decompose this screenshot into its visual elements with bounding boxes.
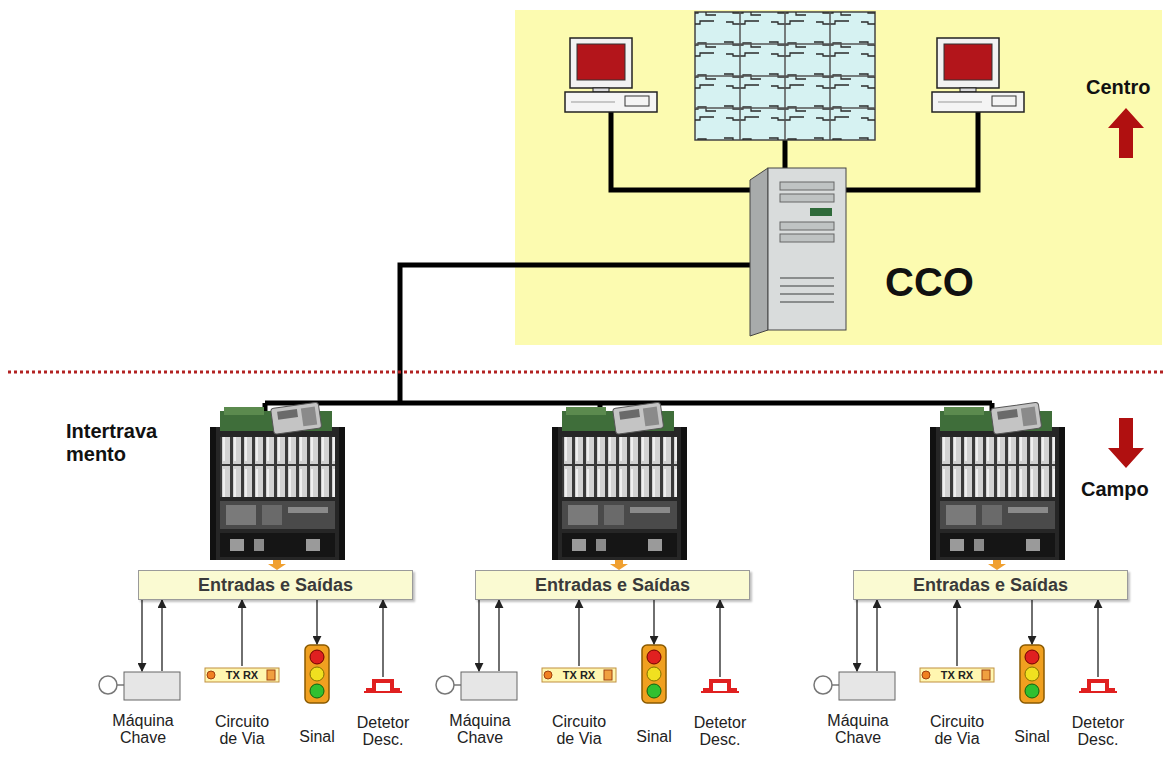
field-device-icons xyxy=(99,672,180,700)
track-circuit: TX RX Circuito de Via xyxy=(537,667,621,747)
up-arrow xyxy=(1108,108,1144,158)
field-device-icons xyxy=(814,672,895,700)
server-tower xyxy=(780,234,834,242)
video-wall xyxy=(695,12,875,140)
signal-connector xyxy=(478,600,479,671)
signal-connector xyxy=(382,600,383,677)
signal-connector xyxy=(856,600,857,671)
field-device-icons xyxy=(642,645,666,703)
server-tower xyxy=(750,168,846,336)
network-wires xyxy=(265,401,992,406)
device-label: Circuito de Via xyxy=(209,713,275,747)
device-label: Sinal xyxy=(1010,728,1054,745)
interlocking-rack xyxy=(210,402,345,560)
switch-machine: Máquina Chave xyxy=(813,672,903,746)
interlocking-rack xyxy=(552,402,687,560)
track-circuit: TX RX Circuito de Via xyxy=(200,667,284,747)
device-label: Máquina Chave xyxy=(818,712,898,746)
box-label: Entradas e Saídas xyxy=(860,575,1121,595)
device-label: Máquina Chave xyxy=(440,712,520,746)
derailment-detector: Detetor Desc. xyxy=(687,678,753,748)
server-tower xyxy=(768,168,846,330)
signal-connector xyxy=(1097,600,1098,677)
rack-output-arrows xyxy=(988,560,1006,570)
device-label: Detetor Desc. xyxy=(687,714,753,748)
server-tower xyxy=(750,168,768,336)
switch-machine: Máquina Chave xyxy=(435,672,525,746)
server-tower xyxy=(780,182,834,190)
signal-connector xyxy=(241,600,242,666)
rack-label: Intertrava mento xyxy=(66,420,181,466)
track-circuit: TX RX Circuito de Via xyxy=(915,667,999,747)
down-arrow xyxy=(1108,418,1144,468)
network-wires xyxy=(265,112,992,412)
derailment-detector: Detetor Desc. xyxy=(350,678,416,748)
rack-output-arrows xyxy=(610,560,628,570)
server-tower xyxy=(810,208,832,216)
cco-panel xyxy=(515,10,1162,345)
field-device-icons xyxy=(436,672,517,700)
signal: Sinal xyxy=(632,645,676,745)
signal-connector xyxy=(653,600,654,644)
workstation-monitor xyxy=(932,38,1024,112)
switch-machine: Máquina Chave xyxy=(98,672,188,746)
field-device-icons xyxy=(364,681,402,692)
device-label: Circuito de Via xyxy=(924,713,990,747)
device-label: Detetor Desc. xyxy=(1065,714,1131,748)
rack-output-arrows xyxy=(268,560,1006,570)
video-wall xyxy=(695,12,875,140)
network-wires xyxy=(783,140,788,168)
signal-connector xyxy=(1031,600,1032,644)
control-center: CCO xyxy=(515,10,1162,345)
device-label: Detetor Desc. xyxy=(350,714,416,748)
signal-connector xyxy=(498,600,499,671)
device-label: Máquina Chave xyxy=(103,712,183,746)
server-tower xyxy=(780,278,834,302)
center-field-divider xyxy=(8,371,1166,374)
device-label: Sinal xyxy=(295,728,339,745)
zone-label: Centro xyxy=(1086,76,1150,99)
track-circuit-code: TX RX xyxy=(200,667,284,683)
signal-connector xyxy=(141,600,142,671)
box-label: Entradas e Saídas xyxy=(482,575,743,595)
signal-connector xyxy=(316,600,317,644)
track-circuit-code: TX RX xyxy=(537,667,621,683)
field-device-icons xyxy=(1020,645,1044,703)
track-circuit-code: TX RX xyxy=(915,667,999,683)
network-wires xyxy=(400,265,750,403)
zone-label: Campo xyxy=(1081,478,1149,501)
signal: Sinal xyxy=(1010,645,1054,745)
box-label: Entradas e Saídas xyxy=(145,575,406,595)
interlocking-rack xyxy=(930,402,1065,560)
server-tower xyxy=(780,222,834,230)
io-box: Entradas e Saídas xyxy=(853,570,1128,600)
workstation-monitor xyxy=(565,38,657,112)
io-box: Entradas e Saídas xyxy=(138,570,413,600)
center-title: CCO xyxy=(885,260,1162,304)
server-tower xyxy=(780,194,834,202)
signal-connector xyxy=(161,600,162,671)
signal-connector xyxy=(578,600,579,666)
video-wall xyxy=(695,12,875,140)
signal-connector xyxy=(719,600,720,677)
field-device-icons xyxy=(99,645,1117,703)
device-label: Sinal xyxy=(632,728,676,745)
field-device-icons xyxy=(305,645,329,703)
signal-connector xyxy=(956,600,957,666)
device-label: Circuito de Via xyxy=(546,713,612,747)
signal: Sinal xyxy=(295,645,339,745)
io-box: Entradas e Saídas xyxy=(475,570,750,600)
derailment-detector: Detetor Desc. xyxy=(1065,678,1131,748)
signal-connector xyxy=(876,600,877,671)
field-device-icons xyxy=(701,681,739,692)
rack-output-arrows xyxy=(268,560,286,570)
field-device-icons xyxy=(1079,681,1117,692)
video-wall xyxy=(695,12,875,140)
